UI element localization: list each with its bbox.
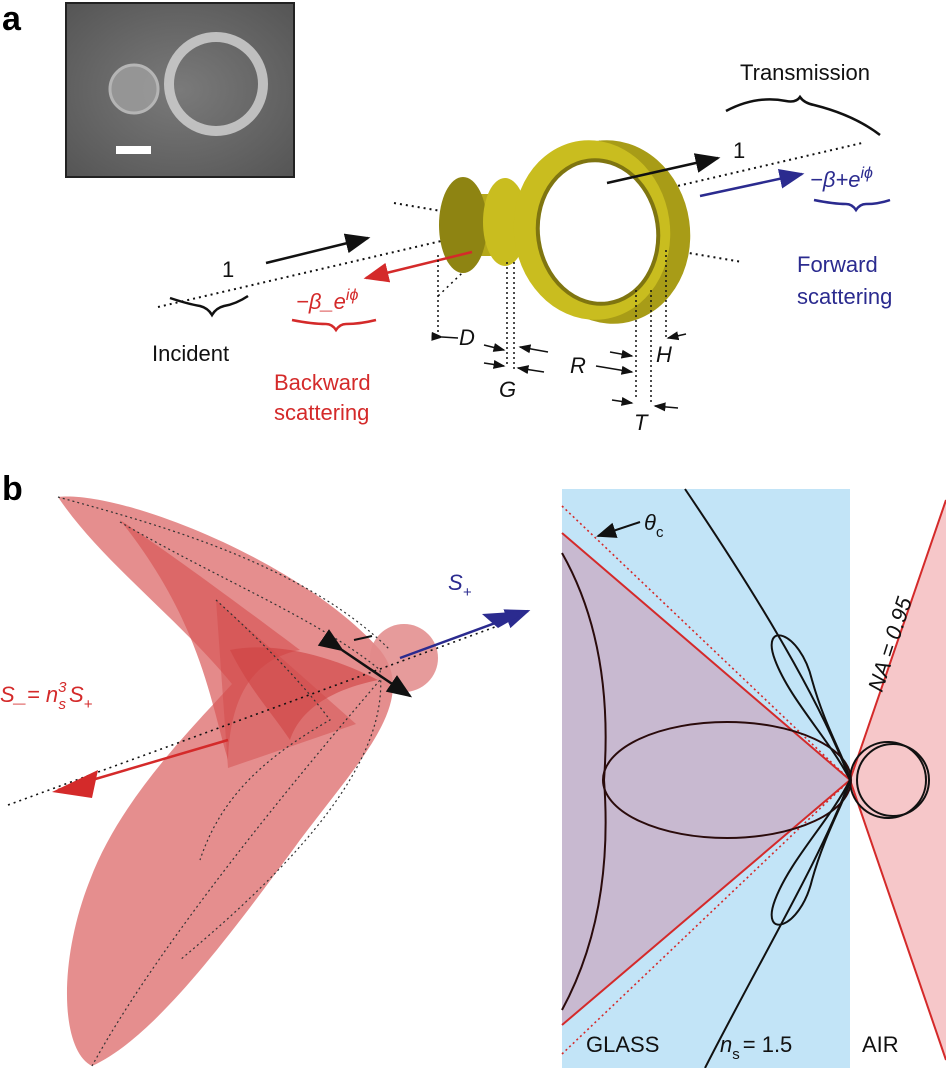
- theta-c-label: θc: [644, 510, 664, 541]
- scale-bar: [116, 146, 151, 154]
- dipole-axis: [7, 626, 496, 806]
- backward-arrow: [363, 250, 473, 283]
- transmission-label: Transmission: [740, 60, 870, 85]
- forward-label-line2: scattering: [797, 284, 892, 309]
- dimension-arrows: [431, 331, 687, 412]
- dim-G-label: G: [499, 377, 516, 402]
- interface-plot: [561, 488, 946, 1068]
- forward-brace: [813, 198, 891, 213]
- panel-a-label: a: [2, 0, 22, 38]
- panel-b-label: b: [2, 470, 23, 508]
- glass-cone: [562, 533, 850, 1025]
- forward-label-line1: Forward: [797, 252, 878, 277]
- backward-label-line2: scattering: [274, 400, 369, 425]
- backward-brace: [291, 318, 377, 333]
- dim-T-label: T: [634, 410, 649, 435]
- s-plus-arrowhead: [482, 611, 528, 628]
- theta-c-arrow: [596, 521, 641, 538]
- backward-coefficient: −β_eiϕ: [296, 287, 358, 314]
- radiation-pattern-3d: [57, 496, 438, 1067]
- transmission-brace: [725, 94, 881, 136]
- dimension-guides: [437, 250, 667, 405]
- gold-ring: [513, 140, 691, 324]
- ns-label: ns= 1.5: [720, 1032, 792, 1063]
- s-plus-label: S+: [448, 570, 472, 601]
- dim-R-label: R: [570, 353, 586, 378]
- glass-label: GLASS: [586, 1032, 659, 1057]
- forward-coefficient: −β+eiϕ: [810, 165, 873, 192]
- transmission-amplitude: 1: [733, 138, 745, 163]
- transmission-arrow: [606, 153, 721, 185]
- dim-H-label: H: [656, 342, 672, 367]
- sem-image: [65, 2, 295, 178]
- forward-arrow: [699, 168, 805, 198]
- incident-label: Incident: [152, 341, 229, 366]
- air-label: AIR: [862, 1032, 899, 1057]
- backward-label-line1: Backward: [274, 370, 371, 395]
- incident-brace: [169, 294, 249, 318]
- dim-D-label: D: [459, 325, 475, 350]
- air-cone: [850, 500, 946, 1060]
- dipole-arrow: [317, 629, 413, 698]
- incident-amplitude: 1: [222, 257, 234, 282]
- s-minus-arrowhead: [52, 770, 98, 798]
- incident-arrow: [265, 233, 371, 265]
